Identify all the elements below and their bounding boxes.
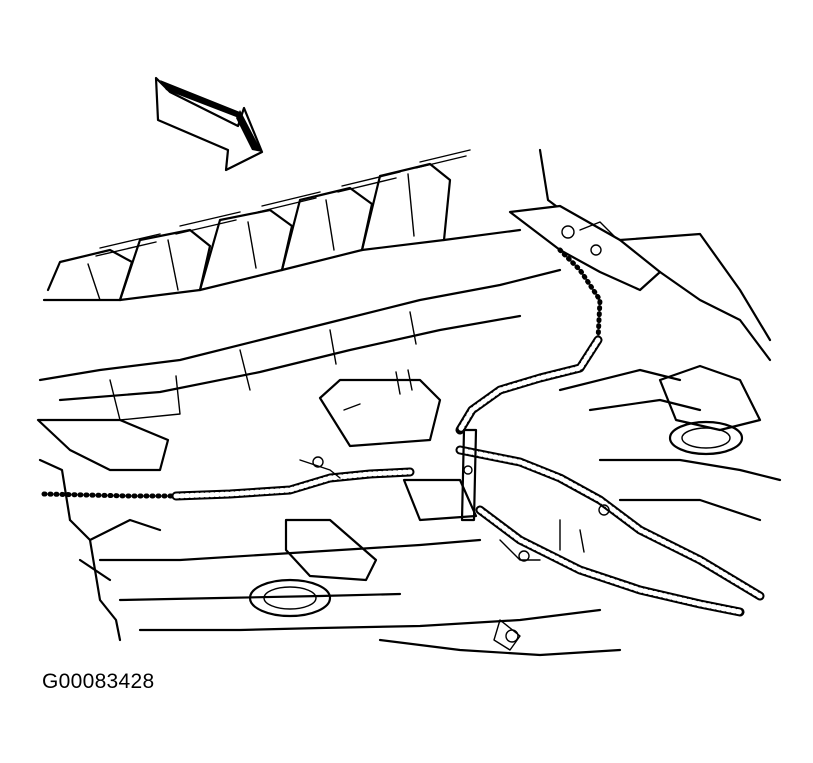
front-direction-arrow-icon xyxy=(154,76,264,172)
figure-id-label: G00083428 xyxy=(42,670,155,693)
parking-brake-cable-right-rear xyxy=(455,247,765,601)
parking-brake-cable-front xyxy=(41,467,415,501)
parking-brake-cable-left-rear xyxy=(475,505,745,617)
floor-pan xyxy=(36,148,782,657)
cable-equalizer-bracket xyxy=(299,428,610,562)
guide-clips xyxy=(499,519,585,561)
